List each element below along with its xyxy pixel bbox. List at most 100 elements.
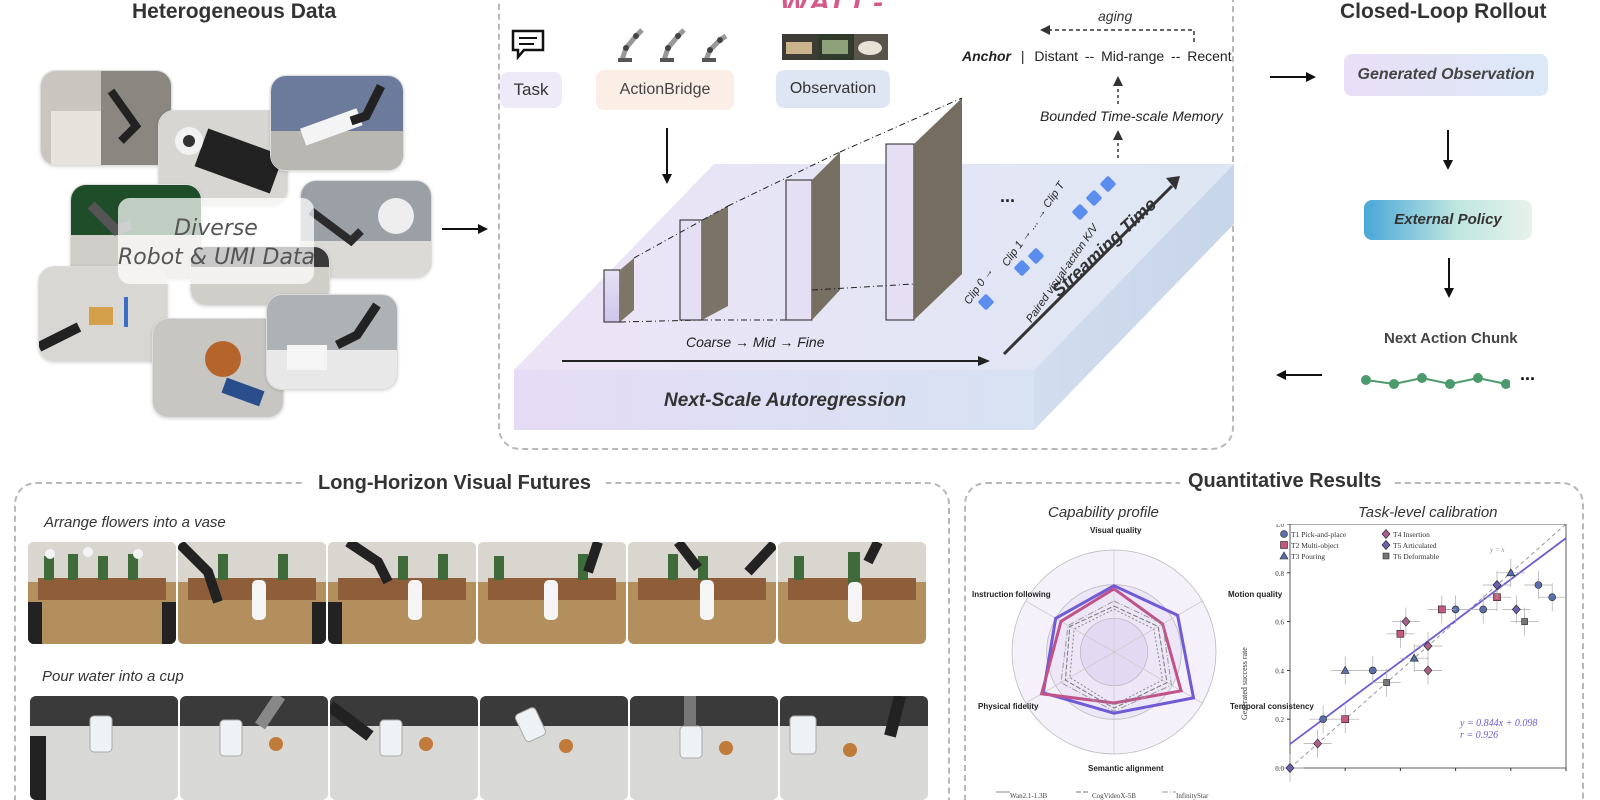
scatter-legend-swatch — [1382, 552, 1390, 560]
y-tick-label: 0.6 — [1275, 619, 1284, 627]
heterogeneous-data-title: Heterogeneous Data — [132, 0, 337, 23]
radar-axis-label: Instruction following — [972, 590, 1051, 599]
radar-legend-item: Wan2.1-1.3B — [1010, 792, 1048, 800]
robot-arm-icon — [702, 33, 728, 62]
quant-title-bg — [1180, 468, 1394, 498]
scatter-legend-swatch — [1381, 540, 1391, 550]
memory-midrange: Mid-range — [1101, 48, 1165, 64]
scatter-legend-swatch — [1280, 530, 1288, 538]
logo-partial: WALL-OSS — [780, 0, 940, 8]
scatter-legend-item: T5 Articulated — [1393, 541, 1437, 550]
arrow-down-icon — [1443, 130, 1453, 170]
scale-frame-fine — [785, 152, 840, 321]
scatter-point — [1423, 641, 1433, 651]
task2-label: Pour water into a cup — [42, 668, 184, 685]
radar-title: Capability profile — [1048, 504, 1159, 521]
closed-loop-title: Closed-Loop Rollout — [1340, 0, 1547, 23]
scatter-legend-item: T4 Insertion — [1393, 530, 1430, 539]
observation-thumbnails — [782, 34, 888, 65]
overlay-line2: Robot & UMI Data — [118, 245, 316, 270]
memory-dash: -- — [1084, 48, 1095, 64]
radar-legend-item: CogVideoX-5B — [1092, 792, 1136, 800]
fit-r: r = 0.926 — [1460, 730, 1499, 741]
future-frame — [330, 696, 478, 800]
scatter-point — [1521, 618, 1528, 625]
scatter-point — [1340, 665, 1350, 674]
radar-series-line — [1060, 600, 1172, 712]
future-frame — [780, 696, 928, 800]
action-chunk-chain — [1361, 373, 1510, 389]
radar-series-line — [1064, 605, 1168, 709]
radar-chart — [996, 549, 1217, 793]
scatter-point — [1479, 605, 1487, 614]
y-tick-label: 0.4 — [1275, 667, 1284, 675]
scatter-point — [1319, 715, 1327, 723]
action-node — [1417, 373, 1427, 383]
scatter-legend-swatch — [1381, 529, 1391, 539]
coarse-fine-label: Coarse → Mid → Fine — [686, 334, 825, 350]
memory-dash: -- — [1171, 48, 1181, 64]
scale-frame-finest — [885, 98, 962, 321]
scatter-point — [1506, 568, 1516, 577]
future-frame — [180, 696, 328, 800]
dashed-up-arrow-icon — [1113, 76, 1123, 104]
radar-axis-label: Temporal consistency — [1230, 702, 1314, 711]
action-node — [1501, 379, 1510, 389]
task1-label: Arrange flowers into a vase — [44, 514, 226, 531]
pyramid-frames — [603, 97, 963, 323]
kv-token — [978, 176, 1116, 310]
radar-series-line — [1069, 608, 1164, 706]
scatter-point — [1341, 715, 1349, 723]
scatter-chart: 1.00.80.60.40.20.0 — [1275, 524, 1567, 782]
next-action-label: Next Action Chunk — [1384, 330, 1518, 347]
robot-photo — [40, 70, 172, 166]
y-tick-label: 0.0 — [1275, 765, 1284, 773]
robot-photo — [270, 75, 404, 171]
future-frame — [478, 542, 626, 644]
radar-axis-label: Semantic alignment — [1088, 764, 1164, 773]
observation-pill: Observation — [776, 70, 890, 108]
scatter-point — [1396, 630, 1405, 638]
generated-observation-pill: Generated Observation — [1344, 54, 1548, 96]
arrow-right-icon — [1270, 72, 1316, 82]
memory-separator: | — [1020, 48, 1025, 64]
scatter-point — [1285, 763, 1295, 773]
task-pill: Task — [500, 72, 562, 108]
future-frame — [178, 542, 326, 644]
radar-axis-label: Physical fidelity — [978, 702, 1039, 711]
scatter-point — [1409, 653, 1419, 662]
future-frame — [778, 542, 926, 644]
robot-photo — [152, 318, 284, 418]
radar-spoke — [1113, 600, 1203, 653]
scatter-ylabel: Generated success rate — [1240, 647, 1249, 720]
scatter-legend-item: T2 Multi-object — [1291, 541, 1339, 550]
y-tick-label: 0.2 — [1275, 716, 1284, 724]
future-frame — [30, 696, 178, 800]
scatter-legend-swatch — [1279, 551, 1289, 560]
scatter-point — [1438, 605, 1446, 614]
action-node — [1389, 379, 1399, 389]
future-frame — [28, 542, 176, 644]
arrow-right-icon — [442, 224, 488, 234]
quant-title: Quantitative Results — [1188, 470, 1382, 492]
radar-axis-label: Visual quality — [1090, 526, 1142, 535]
scatter-title: Task-level calibration — [1358, 504, 1498, 521]
radar-legend-item: InfinityStar — [1176, 792, 1209, 800]
radar-spoke — [1113, 651, 1203, 704]
scatter-legend-item: T6 Deformable — [1393, 552, 1440, 561]
scatter-frame — [1289, 524, 1567, 769]
scatter-point — [1548, 593, 1557, 601]
future-frame — [480, 696, 628, 800]
action-ellipsis: ... — [1520, 364, 1536, 384]
scale-frame-coarse — [603, 258, 634, 323]
fit-equation: y = 0.844x + 0.098 — [1460, 718, 1538, 729]
action-node — [1473, 373, 1483, 383]
scatter-point — [1313, 738, 1323, 749]
scatter-point — [1511, 604, 1521, 615]
coarse-fine-arrow-icon — [562, 356, 990, 366]
actionbridge-pill: ActionBridge — [596, 70, 734, 110]
memory-row: Anchor | Distant -- Mid-range -- Recent — [962, 48, 1232, 64]
scatter-legend-swatch — [1280, 541, 1288, 549]
data-overlay-box — [118, 198, 314, 284]
yx-label: y = x — [1490, 546, 1505, 554]
